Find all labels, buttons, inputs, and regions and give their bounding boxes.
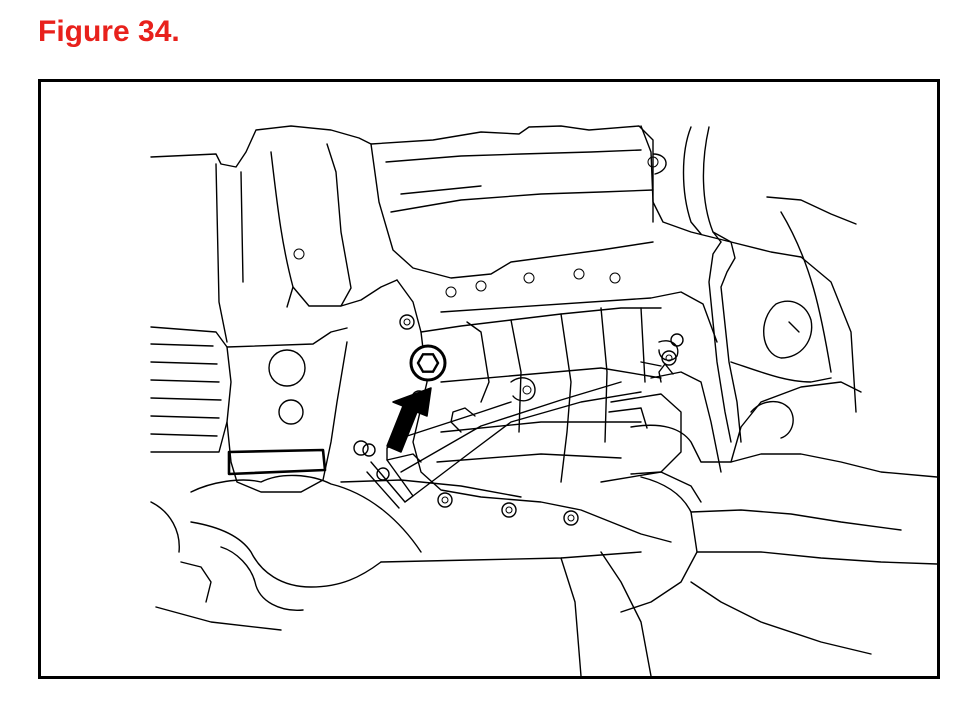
drain-bolt-icon — [409, 344, 447, 382]
upper-body-panels — [150, 125, 654, 343]
arrow-up-right-icon — [386, 387, 432, 453]
illustration-frame — [38, 79, 940, 679]
diagonal-bracket — [362, 381, 642, 509]
left-boot-and-joint — [150, 326, 642, 631]
transmission-housing — [396, 279, 722, 543]
figure-title: Figure 34. — [38, 15, 180, 48]
lower-right-linkage — [560, 361, 937, 676]
right-side-components — [640, 125, 857, 443]
transmission-underside-illustration — [150, 125, 937, 676]
pan-bolts — [353, 268, 684, 526]
